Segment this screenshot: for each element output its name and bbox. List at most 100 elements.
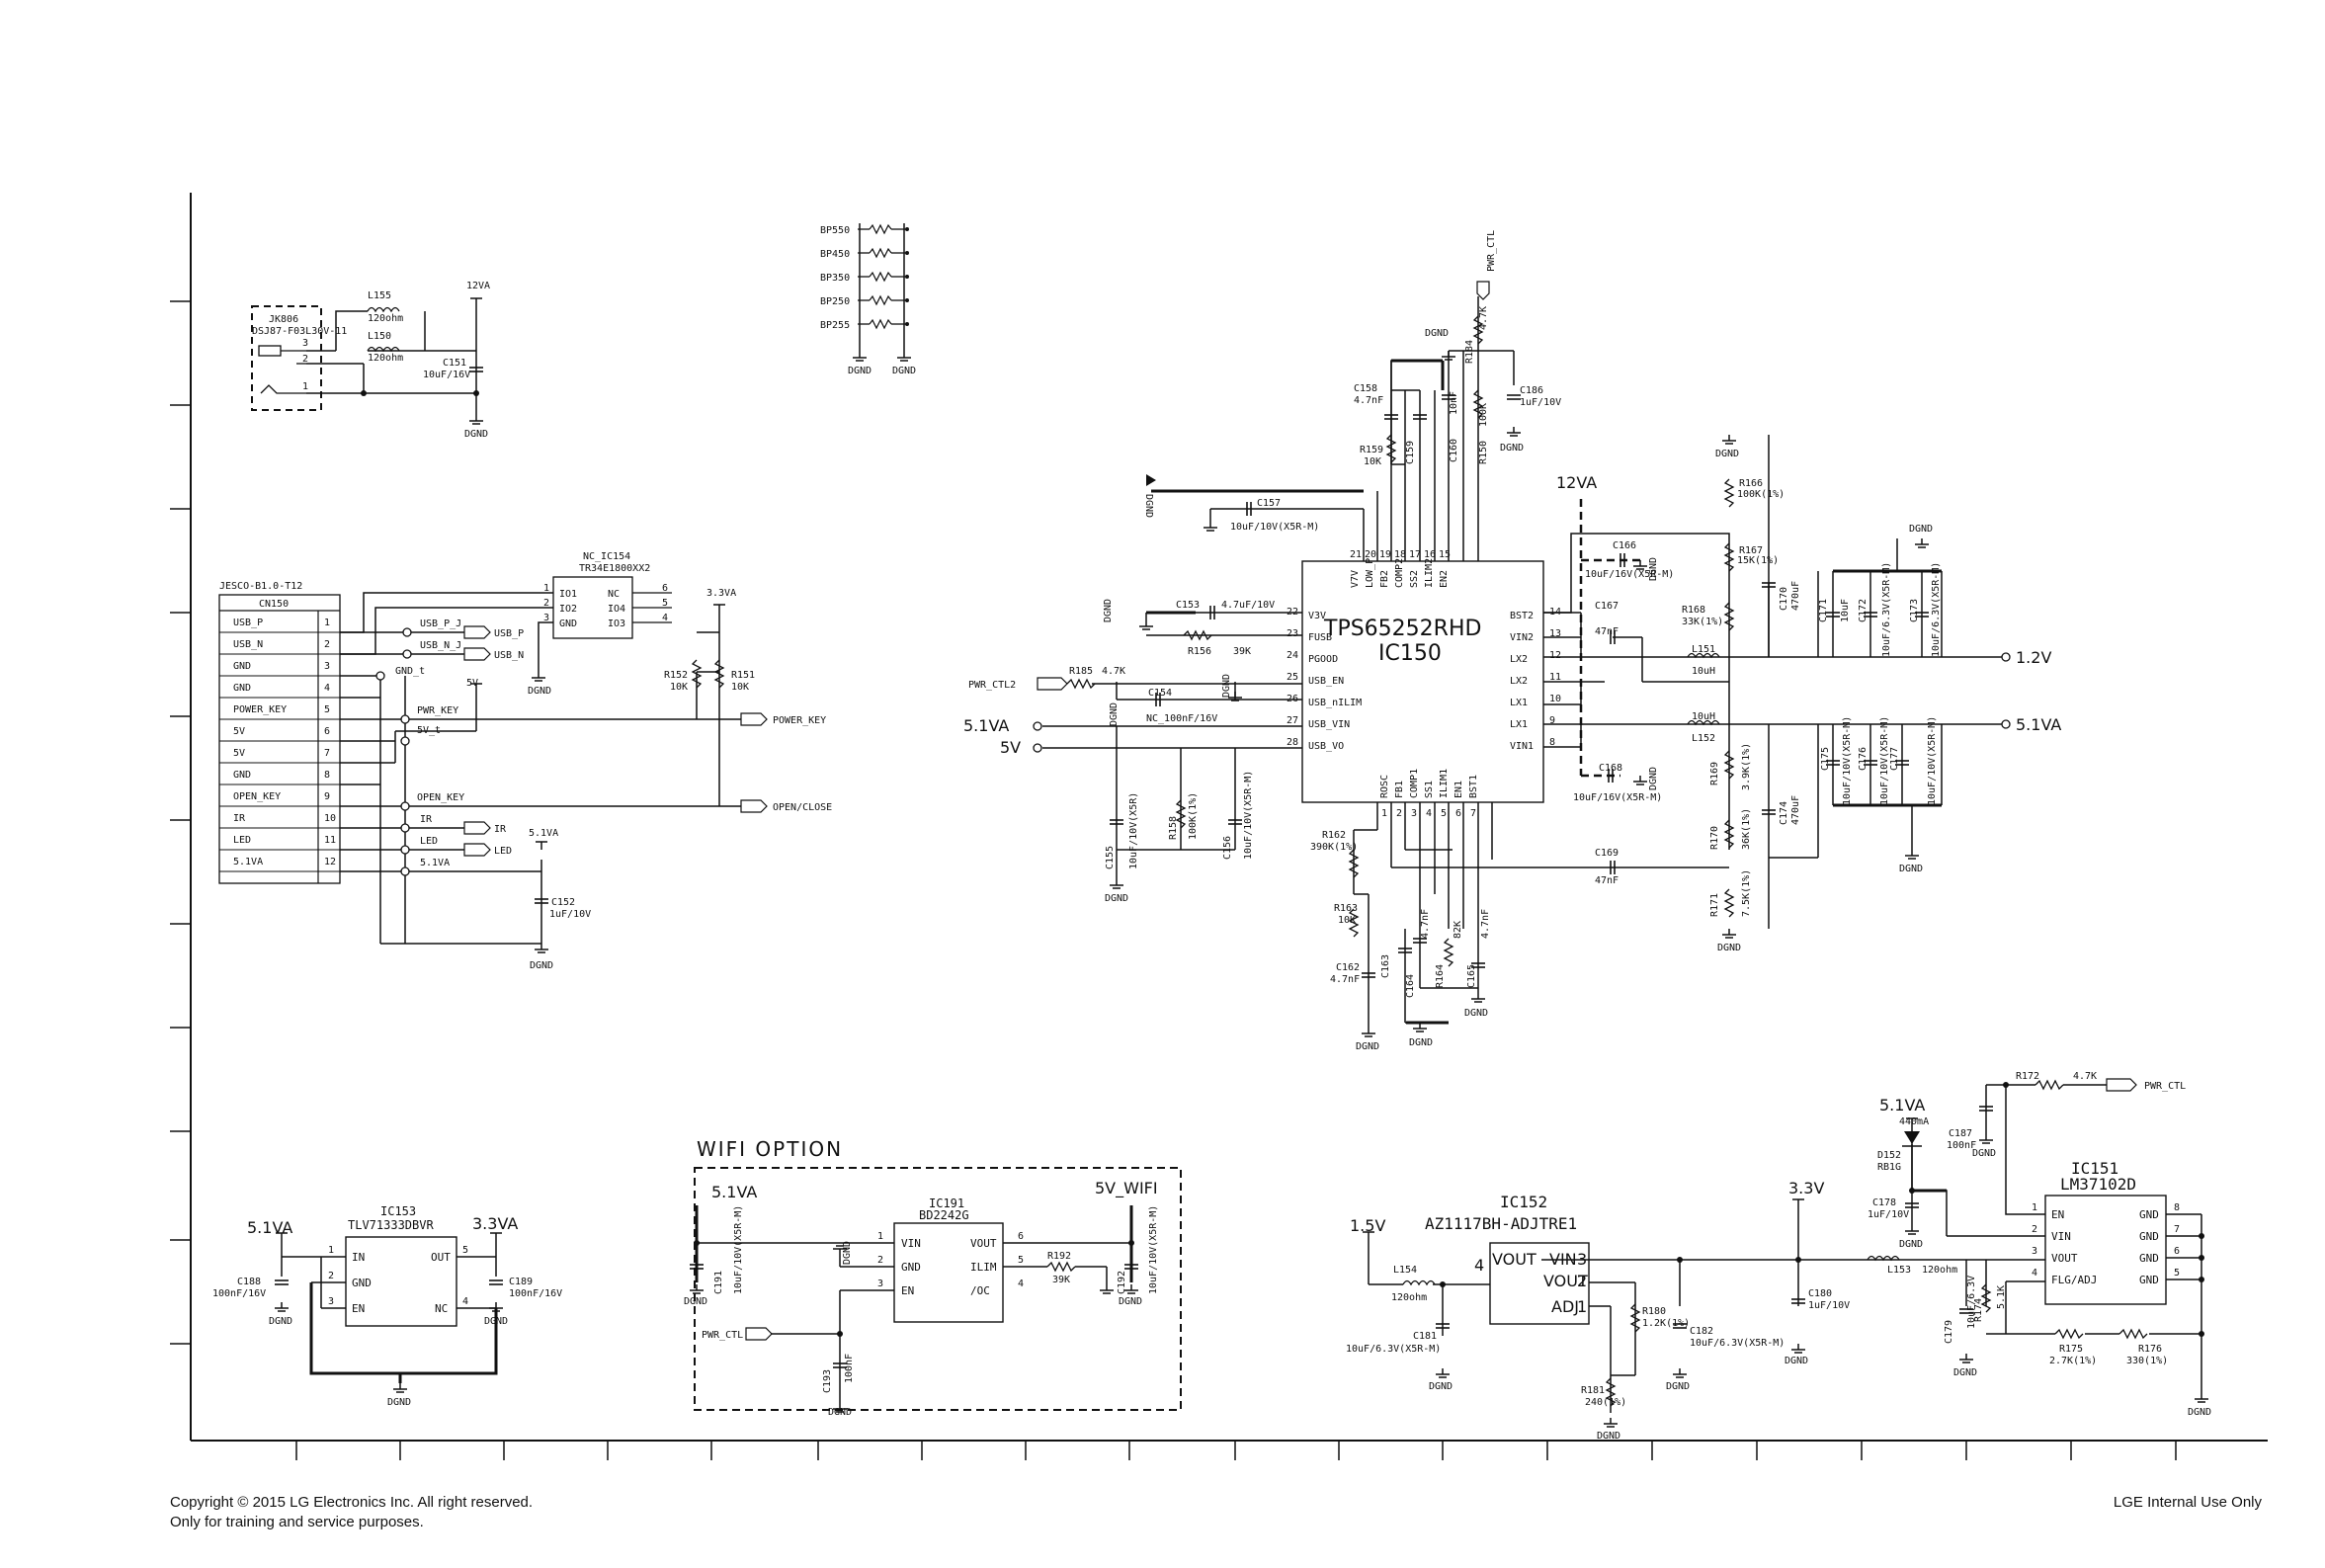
svg-text:4.7K: 4.7K	[2073, 1071, 2097, 1082]
svg-text:5V_WIFI: 5V_WIFI	[1095, 1179, 1158, 1198]
svg-text:DGND: DGND	[842, 1241, 853, 1265]
cn150-pin-num: 1	[324, 618, 330, 628]
svg-text:5V_t: 5V_t	[417, 725, 441, 736]
svg-text:C182: C182	[1690, 1326, 1713, 1337]
ic150-left-pin: USB_nILIM	[1308, 698, 1362, 708]
svg-text:8: 8	[2174, 1202, 2180, 1213]
ic150-top-pin: ILIM2	[1424, 558, 1435, 588]
svg-text:4.7nF: 4.7nF	[1420, 909, 1431, 939]
svg-text:GND_t: GND_t	[395, 666, 425, 677]
ic150-right-pin: VIN2	[1510, 632, 1534, 643]
ic150-bottom-num: 2	[1396, 808, 1402, 819]
svg-text:C191: C191	[713, 1271, 724, 1294]
svg-text:IC150: IC150	[1378, 641, 1442, 666]
cn150-pin-num: 5	[324, 704, 330, 715]
svg-text:1uF/10V: 1uF/10V	[1808, 1300, 1850, 1311]
svg-text:R156: R156	[1188, 646, 1211, 657]
svg-text:PWR_CTL: PWR_CTL	[702, 1330, 743, 1341]
svg-text:2: 2	[2032, 1224, 2037, 1235]
svg-text:DGND: DGND	[269, 1316, 292, 1327]
ic151-lm37102: 5.1VA 440mA IC151 LM37102D EN VIN VOUT F…	[1867, 1071, 2211, 1418]
svg-text:R168: R168	[1682, 605, 1705, 616]
svg-text:3: 3	[2032, 1246, 2037, 1257]
svg-text:100nF/16V: 100nF/16V	[509, 1288, 562, 1299]
svg-text:C178: C178	[1872, 1197, 1896, 1208]
svg-text:6: 6	[1018, 1231, 1024, 1242]
svg-text:10uF/6.3V(X5R-M): 10uF/6.3V(X5R-M)	[1346, 1344, 1441, 1355]
svg-text:C169: C169	[1595, 848, 1619, 859]
svg-text:VIN: VIN	[901, 1237, 921, 1250]
svg-text:3.3VA: 3.3VA	[706, 588, 736, 599]
svg-text:JESCO-B1.0-T12: JESCO-B1.0-T12	[219, 581, 302, 592]
cn150-pin-num: 7	[324, 748, 330, 759]
svg-text:5: 5	[462, 1245, 468, 1256]
ic150-left-num: 24	[1287, 650, 1298, 661]
svg-text:R192: R192	[1047, 1251, 1071, 1262]
ic150-bottom-num: 1	[1381, 808, 1387, 819]
ic150-top-pin: LOW_P	[1365, 558, 1375, 588]
ic150-right-pin: LX2	[1510, 654, 1528, 665]
svg-text:10nF: 10nF	[1449, 391, 1459, 415]
svg-text:C193: C193	[822, 1369, 833, 1393]
svg-text:3: 3	[543, 613, 549, 623]
svg-text:C157: C157	[1257, 498, 1281, 509]
svg-text:4: 4	[662, 613, 668, 623]
svg-text:10uF/10V(X5R-M): 10uF/10V(X5R-M)	[1230, 522, 1319, 533]
ic150-right-num: 8	[1549, 737, 1555, 748]
ic150-left-pin: USB_EN	[1308, 676, 1344, 687]
svg-text:R175: R175	[2059, 1344, 2083, 1355]
svg-text:C164: C164	[1405, 974, 1416, 998]
cn150-wiring	[340, 592, 741, 945]
jk806-block: JK806 DSJ87-F03L30V-11 3 2 1 L155 120ohm…	[251, 281, 490, 440]
svg-text:10K: 10K	[1338, 915, 1356, 926]
svg-text:IR: IR	[420, 814, 433, 825]
svg-text:2: 2	[328, 1271, 334, 1281]
ic150-top-num: 17	[1409, 549, 1421, 560]
svg-text:OPEN_KEY: OPEN_KEY	[417, 792, 464, 803]
svg-text:C153: C153	[1176, 600, 1200, 611]
svg-text:4: 4	[1018, 1279, 1024, 1289]
svg-text:C180: C180	[1808, 1288, 1832, 1299]
svg-text:5V: 5V	[1000, 738, 1021, 757]
svg-text:C171: C171	[1818, 599, 1829, 622]
ic150-gnd-busses	[1146, 359, 1942, 1025]
svg-text:DGND: DGND	[387, 1397, 411, 1408]
svg-text:R162: R162	[1322, 830, 1346, 841]
ic150-12va-dashed	[1579, 499, 1640, 778]
svg-text:DGND: DGND	[1597, 1431, 1620, 1442]
svg-text:DGND: DGND	[1119, 1296, 1142, 1307]
cn150-pin-num: 10	[324, 813, 336, 824]
ic150-left-num: 28	[1287, 737, 1298, 748]
svg-text:15K(1%): 15K(1%)	[1737, 555, 1779, 566]
svg-text:1uF/10V: 1uF/10V	[549, 909, 591, 920]
svg-text:NC_100nF/16V: NC_100nF/16V	[1146, 713, 1217, 724]
svg-text:47nF: 47nF	[1595, 626, 1619, 637]
svg-text:4.7K: 4.7K	[1478, 306, 1489, 330]
svg-text:R172: R172	[2016, 1071, 2039, 1082]
svg-text:10K: 10K	[1364, 456, 1381, 467]
svg-text:5: 5	[2174, 1268, 2180, 1279]
svg-text:DGND: DGND	[1429, 1381, 1453, 1392]
svg-text:3: 3	[302, 338, 308, 349]
svg-text:1.5V: 1.5V	[1350, 1216, 1385, 1235]
svg-text:VOUT: VOUT	[1543, 1272, 1588, 1290]
bp-label: BP250	[820, 296, 850, 307]
svg-text:GND: GND	[2139, 1274, 2159, 1286]
ic150-bottom-num: 6	[1455, 808, 1461, 819]
ic150-bottom-pin: ILIM1	[1439, 769, 1450, 798]
svg-text:DGND: DGND	[1648, 557, 1659, 581]
svg-text:R151: R151	[731, 670, 755, 681]
svg-text:C177: C177	[1889, 747, 1900, 771]
svg-text:NC: NC	[608, 589, 620, 600]
svg-text:82K: 82K	[1453, 921, 1463, 939]
svg-text:IO4: IO4	[608, 604, 625, 615]
svg-text:R169: R169	[1709, 762, 1720, 785]
svg-text:IO1: IO1	[559, 589, 577, 600]
svg-text:39K: 39K	[1233, 646, 1251, 657]
svg-text:DGND: DGND	[1715, 449, 1739, 459]
ic150-right-num: 11	[1549, 672, 1561, 683]
svg-text:OUT: OUT	[431, 1251, 451, 1264]
svg-text:3.3V: 3.3V	[1788, 1179, 1824, 1197]
svg-text:PWR_CTL: PWR_CTL	[2144, 1081, 2186, 1092]
